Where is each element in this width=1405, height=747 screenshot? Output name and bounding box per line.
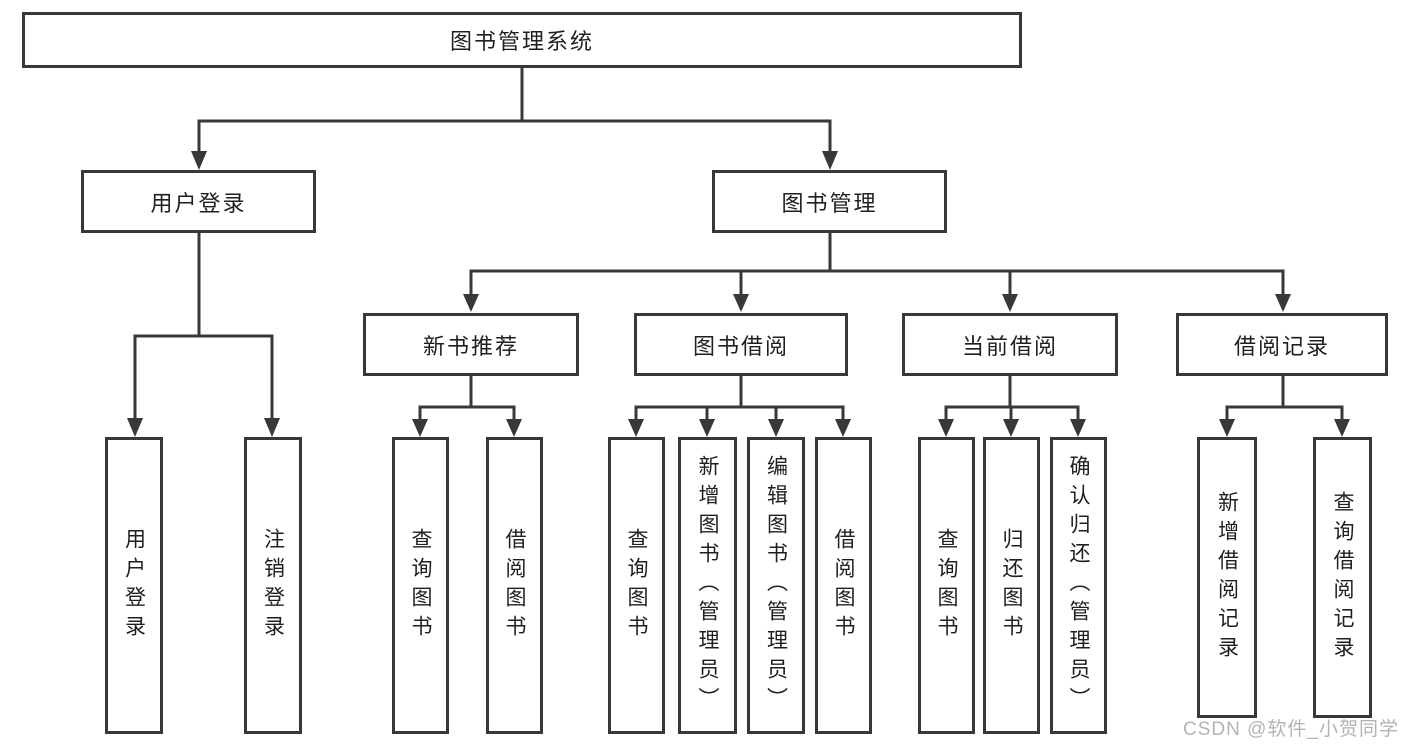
node-current-borrowing-label: 当前借阅 xyxy=(961,333,1058,359)
node-user-login: 用户登录 xyxy=(81,170,316,233)
leaf-confirm-return-admin-label: 确认归还（管理员） xyxy=(1067,455,1090,716)
node-book-management: 图书管理 xyxy=(712,170,947,233)
leaf-newbook-borrow-books-label: 借阅图书 xyxy=(503,527,526,644)
leaf-return-books: 归还图书 xyxy=(983,437,1040,734)
node-current-borrowing: 当前借阅 xyxy=(902,313,1118,376)
leaf-newbook-borrow-books: 借阅图书 xyxy=(486,437,543,734)
leaf-add-books-admin-label: 新增图书（管理员） xyxy=(696,455,719,716)
leaf-borrow-books-label: 借阅图书 xyxy=(832,527,855,644)
arrowheads xyxy=(127,151,1350,437)
connector-root xyxy=(197,68,832,152)
leaf-newbook-query-books: 查询图书 xyxy=(392,437,449,734)
leaf-borrow-books: 借阅图书 xyxy=(815,437,872,734)
csdn-watermark: CSDN @软件_小贺同学 xyxy=(1183,719,1399,740)
leaf-edit-books-admin: 编辑图书（管理员） xyxy=(747,437,805,734)
connector-new-book xyxy=(418,375,516,421)
node-new-book-recommend: 新书推荐 xyxy=(363,313,579,376)
node-user-login-label: 用户登录 xyxy=(150,190,247,216)
node-root: 图书管理系统 xyxy=(22,12,1022,68)
connector-book-borrow xyxy=(634,375,845,421)
connector-book-management xyxy=(469,232,1285,296)
leaf-query-borrow-record-label: 查询借阅记录 xyxy=(1331,490,1354,665)
node-borrowing-records: 借阅记录 xyxy=(1176,313,1388,376)
node-book-borrowing: 图书借阅 xyxy=(634,313,848,376)
leaf-logout: 注销登录 xyxy=(244,437,302,734)
leaf-logout-label: 注销登录 xyxy=(261,527,285,644)
leaf-user-login: 用户登录 xyxy=(105,437,163,734)
connector-borrow-record xyxy=(1225,375,1344,421)
leaf-add-books-admin: 新增图书（管理员） xyxy=(678,437,737,734)
leaf-borrow-query-books: 查询图书 xyxy=(608,437,665,734)
leaf-return-books-label: 归还图书 xyxy=(1000,527,1023,644)
connector-user-login xyxy=(133,231,274,420)
connector-current-borrow xyxy=(944,375,1080,421)
leaf-confirm-return-admin: 确认归还（管理员） xyxy=(1050,437,1107,734)
leaf-user-login-label: 用户登录 xyxy=(122,527,146,644)
leaf-current-query-books-label: 查询图书 xyxy=(935,527,958,644)
node-borrowing-records-label: 借阅记录 xyxy=(1233,333,1330,359)
leaf-query-borrow-record: 查询借阅记录 xyxy=(1313,437,1372,718)
leaf-borrow-query-books-label: 查询图书 xyxy=(625,527,648,644)
node-book-management-label: 图书管理 xyxy=(781,190,878,216)
leaf-add-borrow-record: 新增借阅记录 xyxy=(1197,437,1257,718)
leaf-add-borrow-record-label: 新增借阅记录 xyxy=(1215,490,1239,665)
node-book-borrowing-label: 图书借阅 xyxy=(692,333,789,359)
leaf-newbook-query-books-label: 查询图书 xyxy=(409,527,432,644)
node-root-label: 图书管理系统 xyxy=(449,29,594,54)
leaf-current-query-books: 查询图书 xyxy=(918,437,975,734)
node-new-book-recommend-label: 新书推荐 xyxy=(422,333,519,359)
leaf-edit-books-admin-label: 编辑图书（管理员） xyxy=(764,455,788,716)
